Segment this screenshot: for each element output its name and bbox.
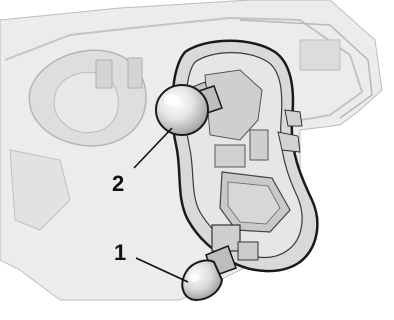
callout-label-upper: 2 bbox=[112, 171, 124, 196]
callout-label-lower: 1 bbox=[114, 240, 126, 265]
